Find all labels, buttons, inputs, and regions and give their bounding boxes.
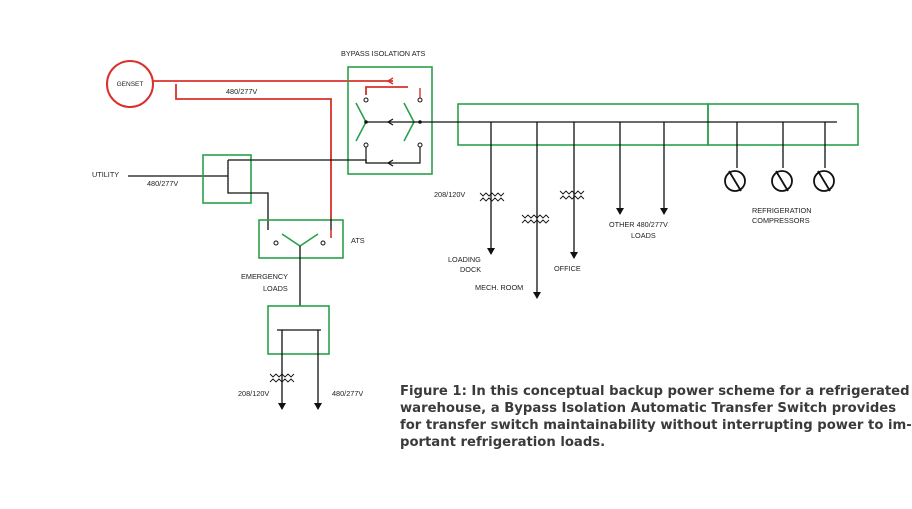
transformer-icon <box>269 373 295 383</box>
genset-label: GENSET <box>117 81 144 88</box>
distribution-switchboard <box>432 103 859 146</box>
genset: GENSET <box>106 60 154 108</box>
other-loads-label-1: OTHER 480/277V <box>609 220 668 229</box>
emergency-loads-label-2: LOADS <box>263 284 288 293</box>
other-loads-label-2: LOADS <box>631 231 656 240</box>
loading-dock-label-1: LOADING <box>448 255 481 264</box>
loading-dock-label-2: DOCK <box>460 265 481 274</box>
refrigeration-compressors <box>724 170 835 192</box>
transformer-icon <box>479 192 505 202</box>
genset-voltage-label: 480/277V <box>226 87 257 96</box>
caption-line-4: portant refrigeration loads. <box>400 435 606 450</box>
utility-switchboard <box>202 154 252 204</box>
bypass-isolation-ats-label: BYPASS ISOLATION ATS <box>341 49 425 58</box>
emergency-feeders <box>153 80 408 219</box>
compressor-motor-icon <box>813 170 835 192</box>
utility-voltage-label: 480/277V <box>147 179 178 188</box>
emergency-panel <box>267 305 330 410</box>
bypass-isolation-ats <box>347 66 433 175</box>
emergency-loads-label-1: EMERGENCY <box>241 272 288 281</box>
utility-label: UTILITY <box>92 170 119 179</box>
refrigeration-label-1: REFRIGERATION <box>752 206 811 215</box>
compressor-motor-icon <box>771 170 793 192</box>
caption-line-2: warehouse, a Bypass Isolation Automatic … <box>400 401 897 416</box>
emergency-480-label: 480/277V <box>332 389 363 398</box>
transformer-icon <box>559 190 585 200</box>
bus-feeders <box>487 122 826 299</box>
figure-caption: Figure 1: In this conceptual backup powe… <box>400 383 912 451</box>
mech-room-label: MECH. ROOM <box>475 283 523 292</box>
normal-feeders <box>227 159 367 221</box>
transformer-icon <box>521 214 550 224</box>
refrigeration-label-2: COMPRESSORS <box>752 216 810 225</box>
caption-line-1: Figure 1: In this conceptual backup powe… <box>400 384 910 399</box>
emergency-208-label: 208/120V <box>238 389 269 398</box>
office-label: OFFICE <box>554 264 581 273</box>
ats <box>258 219 344 259</box>
bus-208-label: 208/120V <box>434 190 465 199</box>
ats-label: ATS <box>351 236 365 245</box>
compressor-motor-icon <box>724 170 746 192</box>
transformer-icons <box>479 190 585 224</box>
caption-line-3: for transfer switch maintainability with… <box>400 418 912 433</box>
